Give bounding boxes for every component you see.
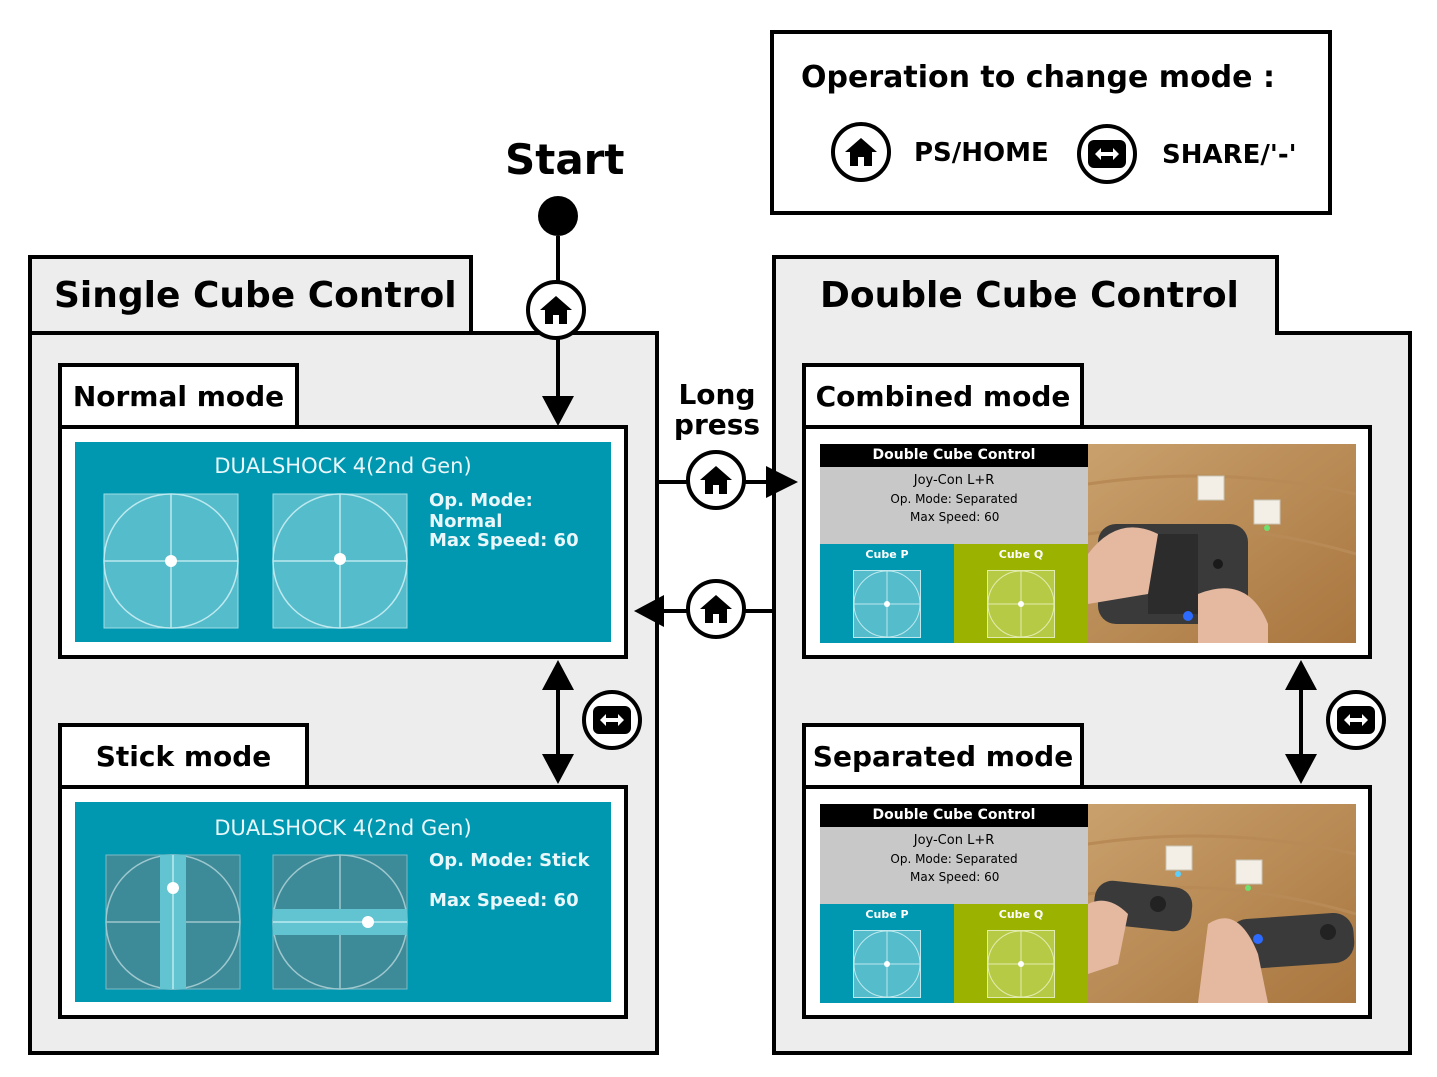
normal-mode-tab: Normal mode [58,363,299,429]
single-cube-tab: Single Cube Control [28,255,473,335]
home-icon [686,579,746,639]
op-mode-text: Op. Mode: Separated [890,492,1018,506]
op-mode-text: Op. Mode: Stick [429,850,590,871]
op-mode-text: Op. Mode: Separated [890,852,1018,866]
max-speed-text: Max Speed: 60 [910,870,1000,884]
screen-title: DUALSHOCK 4(2nd Gen) [214,454,472,478]
separated-mode-box: Double Cube Control Joy-Con L+R Op. Mode… [802,785,1372,1019]
cube-p-panel: Cube P [820,544,954,643]
max-speed-text: Max Speed: 60 [429,530,579,551]
stick-mode-label: Stick mode [95,739,272,773]
double-cube-tab: Double Cube Control [772,255,1279,335]
cube-q-panel: Cube Q [954,544,1088,643]
normal-mode-label: Normal mode [72,379,285,413]
legend-swap-label: SHARE/'-' [1162,140,1297,170]
separated-mode-tab: Separated mode [802,723,1084,789]
cube-q-label: Cube Q [998,908,1044,921]
cube-q-pad [987,930,1055,998]
double-cube-title: Double Cube Control [820,274,1239,316]
home-icon [526,280,586,340]
single-cube-title: Single Cube Control [54,274,457,316]
home-icon [831,122,891,182]
cube-p-pad [853,930,921,998]
combined-photo [1088,444,1356,643]
stick-mode-screen: DUALSHOCK 4(2nd Gen) Op. Mode: Stick Max… [75,802,611,1002]
dcc-info: Joy-Con L+R Op. Mode: Separated Max Spee… [820,827,1088,904]
left-stick-pad [105,854,241,990]
right-stick-pad [272,854,408,990]
dcc-info: Joy-Con L+R Op. Mode: Separated Max Spee… [820,467,1088,544]
cube-q-panel: Cube Q [954,904,1088,1003]
home-icon [686,450,746,510]
swap-icon [1077,124,1137,184]
normal-mode-box: DUALSHOCK 4(2nd Gen) Op. Mode: Normal Ma… [58,425,628,659]
cube-p-panel: Cube P [820,904,954,1003]
dcc-screen: Double Cube Control Joy-Con L+R Op. Mode… [820,444,1088,643]
separated-mode-label: Separated mode [812,739,1074,773]
dcc-title: Double Cube Control [820,444,1088,467]
combined-mode-tab: Combined mode [802,363,1084,429]
controller-text: Joy-Con L+R [913,833,995,848]
cube-p-label: Cube P [865,908,909,921]
cube-q-pad [987,570,1055,638]
start-dot [538,196,578,236]
controller-text: Joy-Con L+R [913,473,995,488]
start-label: Start [505,135,625,184]
swap-icon [1326,690,1386,750]
combined-mode-label: Combined mode [815,379,1071,413]
dcc-title: Double Cube Control [820,804,1088,827]
cube-p-label: Cube P [865,548,909,561]
right-stick-pad [272,493,408,629]
stick-mode-box: DUALSHOCK 4(2nd Gen) Op. Mode: Stick Max… [58,785,628,1019]
stick-mode-tab: Stick mode [58,723,309,789]
screen-title: DUALSHOCK 4(2nd Gen) [214,816,472,840]
max-speed-text: Max Speed: 60 [429,890,579,911]
cube-q-label: Cube Q [998,548,1044,561]
long-press-label: Long press [673,378,761,441]
legend-title: Operation to change mode : [801,60,1275,95]
legend-box: Operation to change mode : PS/HOME SHARE… [770,30,1332,215]
combined-mode-box: Double Cube Control Joy-Con L+R Op. Mode… [802,425,1372,659]
swap-icon [582,690,642,750]
cube-p-pad [853,570,921,638]
dcc-screen: Double Cube Control Joy-Con L+R Op. Mode… [820,804,1088,1003]
normal-mode-screen: DUALSHOCK 4(2nd Gen) Op. Mode: Normal Ma… [75,442,611,642]
op-mode-text: Op. Mode: Normal [429,490,533,532]
legend-home-label: PS/HOME [914,138,1049,168]
separated-photo [1088,804,1356,1003]
left-stick-pad [103,493,239,629]
max-speed-text: Max Speed: 60 [910,510,1000,524]
